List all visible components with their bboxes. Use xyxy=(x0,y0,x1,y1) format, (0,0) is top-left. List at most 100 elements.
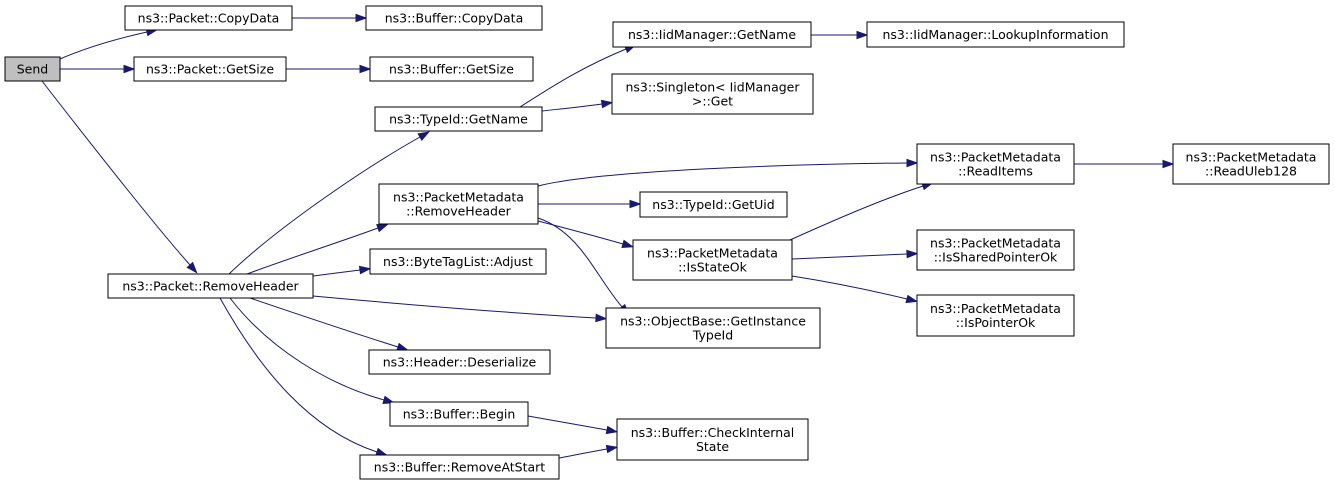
node-box xyxy=(389,401,529,427)
edge-arrowhead xyxy=(358,265,372,275)
edge-arrowhead xyxy=(595,313,608,323)
edge-line xyxy=(229,297,385,401)
node-box xyxy=(916,229,1075,271)
edge-packet_removeheader-to-bytetaglist_adjust xyxy=(312,265,372,277)
node-bytetaglist-adjust[interactable]: ns3::ByteTagList::Adjust xyxy=(369,248,547,275)
node-send[interactable]: Send xyxy=(4,56,61,82)
node-box xyxy=(107,273,314,299)
edge-packet_removeheader-to-typeid_getname xyxy=(228,131,430,275)
edge-line xyxy=(219,297,378,453)
node-label: ns3::PacketMetadata xyxy=(1186,150,1317,165)
node-packetmetadata-issharedpointerok[interactable]: ns3::PacketMetadata::IsSharedPointerOk xyxy=(916,229,1075,271)
node-box xyxy=(378,183,539,225)
node-typeid-getuid[interactable]: ns3::TypeId::GetUid xyxy=(639,191,788,218)
node-singleton-get[interactable]: ns3::Singleton< IidManager>::Get xyxy=(611,73,814,115)
node-buffer-begin[interactable]: ns3::Buffer::Begin xyxy=(389,401,529,427)
edge-arrowhead xyxy=(906,249,919,259)
edge-line xyxy=(249,297,399,348)
edge-send-to-packet_removeheader xyxy=(41,80,198,274)
node-box xyxy=(369,248,547,275)
node-box xyxy=(605,307,821,349)
edge-arrowhead xyxy=(396,342,409,351)
edge-line xyxy=(41,80,191,266)
node-packetmetadata-readitems[interactable]: ns3::PacketMetadata::ReadItems xyxy=(916,143,1075,185)
node-box xyxy=(639,191,788,218)
node-packetmetadata-isstateok[interactable]: ns3::PacketMetadata::IsStateOk xyxy=(632,239,793,281)
edge-send-to-packet_copydata xyxy=(59,27,159,60)
node-iidmanager-lookupinformation[interactable]: ns3::IidManager::LookupInformation xyxy=(866,21,1125,48)
edge-arrowhead xyxy=(905,294,919,304)
node-box xyxy=(365,5,543,31)
node-packetmetadata-ispointerok[interactable]: ns3::PacketMetadata::IsPointerOk xyxy=(916,294,1075,337)
node-label: ns3::IidManager::LookupInformation xyxy=(882,27,1108,42)
edge-line xyxy=(789,185,924,241)
node-box xyxy=(369,56,534,82)
edge-packet_removeheader-to-buffer_removeatstart xyxy=(219,297,388,456)
node-box xyxy=(124,5,293,31)
edge-packetmetadata_removeheader-to-typeid_getuid xyxy=(538,199,642,209)
node-box xyxy=(611,73,814,115)
edge-arrowhead xyxy=(186,261,198,274)
node-box xyxy=(133,56,287,82)
node-typeid-getname[interactable]: ns3::TypeId::GetName xyxy=(374,106,543,132)
edge-buffer_begin-to-buffer_checkinternalstate xyxy=(527,415,619,435)
node-buffer-getsize[interactable]: ns3::Buffer::GetSize xyxy=(369,56,534,82)
node-box xyxy=(632,239,793,281)
edge-iidmanager_getname-to-iidmanager_lookupinformation xyxy=(811,30,869,40)
call-nodes: Send ns3::Packet::CopyData ns3::Buffer::Co… xyxy=(4,5,1330,480)
node-label: State xyxy=(696,439,729,454)
edge-line xyxy=(558,448,608,459)
edge-line xyxy=(312,269,361,277)
edge-arrowhead xyxy=(1162,159,1175,169)
edge-arrowhead xyxy=(906,158,919,168)
node-label: ns3::Buffer::RemoveAtStart xyxy=(374,460,546,475)
node-label: ns3::TypeId::GetUid xyxy=(652,197,774,212)
node-label: ns3::Buffer::Begin xyxy=(403,407,516,422)
node-packet-getsize[interactable]: ns3::Packet::GetSize xyxy=(133,56,287,82)
node-label: ns3::ObjectBase::GetInstance xyxy=(620,314,806,329)
node-box xyxy=(866,21,1125,48)
node-label: ns3::PacketMetadata xyxy=(393,190,524,205)
edge-arrowhead xyxy=(856,30,869,40)
edge-packetmetadata_isstateok-to-packetmetadata_readitems xyxy=(789,182,934,241)
node-buffer-copydata[interactable]: ns3::Buffer::CopyData xyxy=(365,5,543,31)
edge-packetmetadata_removeheader-to-packetmetadata_readitems xyxy=(537,158,919,187)
node-label: ns3::Header::Deserialize xyxy=(383,355,537,370)
node-label: ns3::PacketMetadata xyxy=(647,246,778,261)
edge-line xyxy=(537,217,623,308)
call-edges xyxy=(41,13,1175,459)
node-buffer-removeatstart[interactable]: ns3::Buffer::RemoveAtStart xyxy=(359,454,560,480)
node-label: ns3::TypeId::GetName xyxy=(389,112,528,127)
node-box xyxy=(368,349,551,375)
edge-arrowhead xyxy=(621,239,635,249)
edge-line xyxy=(791,275,908,300)
node-box xyxy=(374,106,543,132)
node-label: ns3::Packet::CopyData xyxy=(138,11,280,26)
node-packetmetadata-readuleb128[interactable]: ns3::PacketMetadata::ReadUleb128 xyxy=(1172,143,1330,185)
edge-arrowhead xyxy=(375,447,388,456)
node-label: ns3::Packet::GetSize xyxy=(146,62,274,77)
node-box xyxy=(916,143,1075,185)
node-label: ::IsSharedPointerOk xyxy=(934,250,1058,265)
edge-packetmetadata_readitems-to-packetmetadata_readuleb128 xyxy=(1074,159,1175,169)
edge-packetmetadata_isstateok-to-packetmetadata_ispointerok xyxy=(791,275,919,304)
node-packetmetadata-removeheader[interactable]: ns3::PacketMetadata::RemoveHeader xyxy=(378,183,539,225)
node-label: ::IsPointerOk xyxy=(956,315,1036,330)
node-packet-removeheader[interactable]: ns3::Packet::RemoveHeader xyxy=(107,273,314,299)
node-box xyxy=(612,21,812,48)
edge-arrowhead xyxy=(355,13,368,23)
edge-arrowhead xyxy=(376,223,389,233)
node-header-deserialize[interactable]: ns3::Header::Deserialize xyxy=(368,349,551,375)
node-iidmanager-getname[interactable]: ns3::IidManager::GetName xyxy=(612,21,812,48)
node-label: ns3::IidManager::GetName xyxy=(628,27,796,42)
node-label: ::ReadItems xyxy=(958,164,1033,179)
node-packet-copydata[interactable]: ns3::Packet::CopyData xyxy=(124,5,293,31)
edge-packet_getsize-to-buffer_getsize xyxy=(286,64,372,74)
edge-line xyxy=(527,415,608,431)
edge-packet_copydata-to-buffer_copydata xyxy=(292,13,368,23)
edge-line xyxy=(519,48,627,108)
edge-arrowhead xyxy=(417,131,430,141)
